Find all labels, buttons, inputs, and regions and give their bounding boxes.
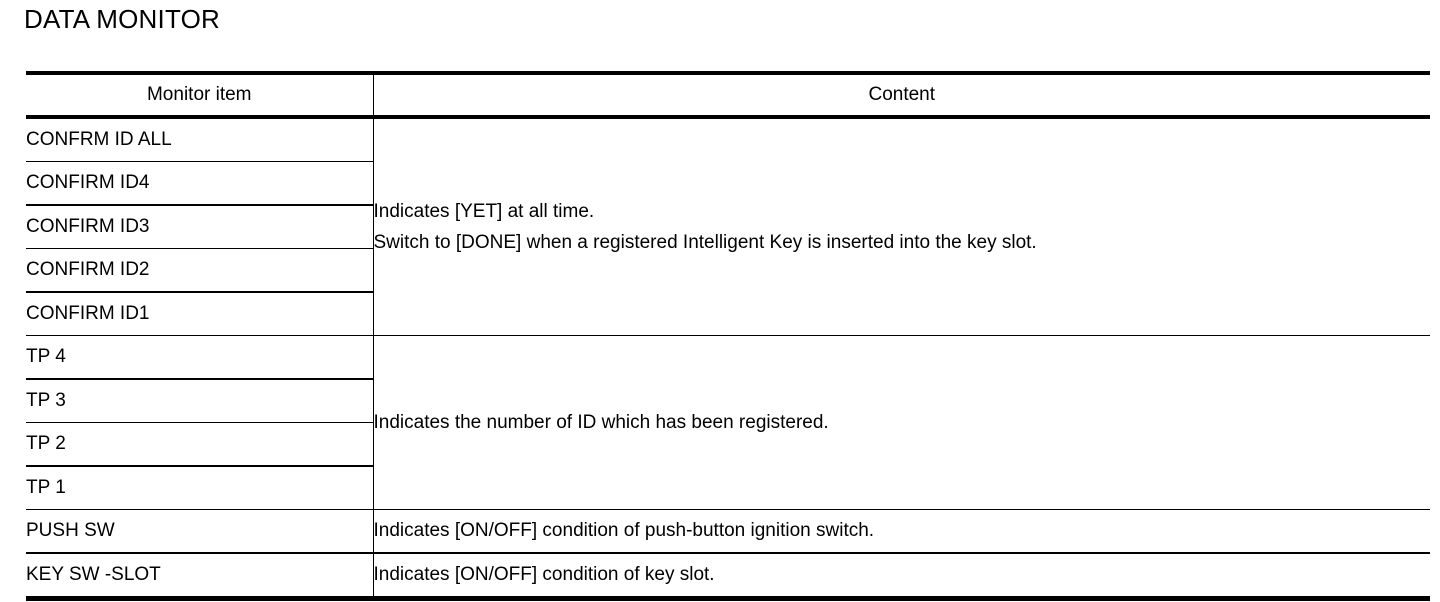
table-row: TP 4 Indicates the number of ID which ha… <box>26 335 1430 510</box>
content-cell-tp-group: Indicates the number of ID which has bee… <box>373 335 1430 510</box>
monitor-item-cell: TP 3 <box>26 379 374 423</box>
monitor-item-cell: KEY SW -SLOT <box>26 553 374 601</box>
monitor-item-cell: PUSH SW <box>26 509 374 554</box>
page-title: DATA MONITOR <box>24 4 220 34</box>
content-line: Indicates [ON/OFF] condition of key slot… <box>373 564 715 585</box>
column-header-content: Content <box>373 71 1430 119</box>
table-row: CONFIRM ID3 <box>26 205 1430 249</box>
table-row: PUSH SW Indicates [ON/OFF] condition of … <box>26 509 1430 554</box>
monitor-item-cell: CONFRM ID ALL <box>26 117 374 162</box>
content-line: Switch to [DONE] when a registered Intel… <box>373 232 1037 253</box>
table-row: CONFIRM ID1 <box>26 292 1430 336</box>
table-body: CONFRM ID ALL Indicates [YET] at all tim… <box>26 117 1430 601</box>
content-line: Indicates the number of ID which has bee… <box>373 411 829 433</box>
monitor-item-cell: CONFIRM ID2 <box>26 248 374 293</box>
table-header: Monitor item Content <box>26 71 1430 119</box>
content-cell-confirm-id-group: Indicates [YET] at all time. Switch to [… <box>373 117 1430 336</box>
table-row: TP 3 <box>26 379 1430 423</box>
table-row: TP 2 <box>26 422 1430 467</box>
content-line: Indicates [YET] at all time. <box>373 201 595 222</box>
table-row: KEY SW -SLOT Indicates [ON/OFF] conditio… <box>26 553 1430 601</box>
monitor-item-cell: TP 2 <box>26 422 374 467</box>
table-row: TP 1 <box>26 466 1430 510</box>
data-monitor-table: Monitor item Content CONFRM ID ALL Indic… <box>26 71 1430 601</box>
content-line: Indicates [ON/OFF] condition of push-but… <box>373 520 875 541</box>
content-cell-key-sw-slot: Indicates [ON/OFF] condition of key slot… <box>373 553 1430 601</box>
monitor-item-cell: TP 1 <box>26 466 374 510</box>
monitor-item-cell: TP 4 <box>26 335 374 380</box>
table-row: CONFIRM ID4 <box>26 161 1430 206</box>
monitor-item-cell: CONFIRM ID3 <box>26 205 374 249</box>
monitor-item-cell: CONFIRM ID1 <box>26 292 374 336</box>
table-header-row: Monitor item Content <box>26 71 1430 119</box>
monitor-item-cell: CONFIRM ID4 <box>26 161 374 206</box>
table-row: CONFRM ID ALL Indicates [YET] at all tim… <box>26 117 1430 336</box>
content-cell-push-sw: Indicates [ON/OFF] condition of push-but… <box>373 509 1430 554</box>
column-header-monitor-item: Monitor item <box>26 71 374 119</box>
table-row: CONFIRM ID2 <box>26 248 1430 293</box>
